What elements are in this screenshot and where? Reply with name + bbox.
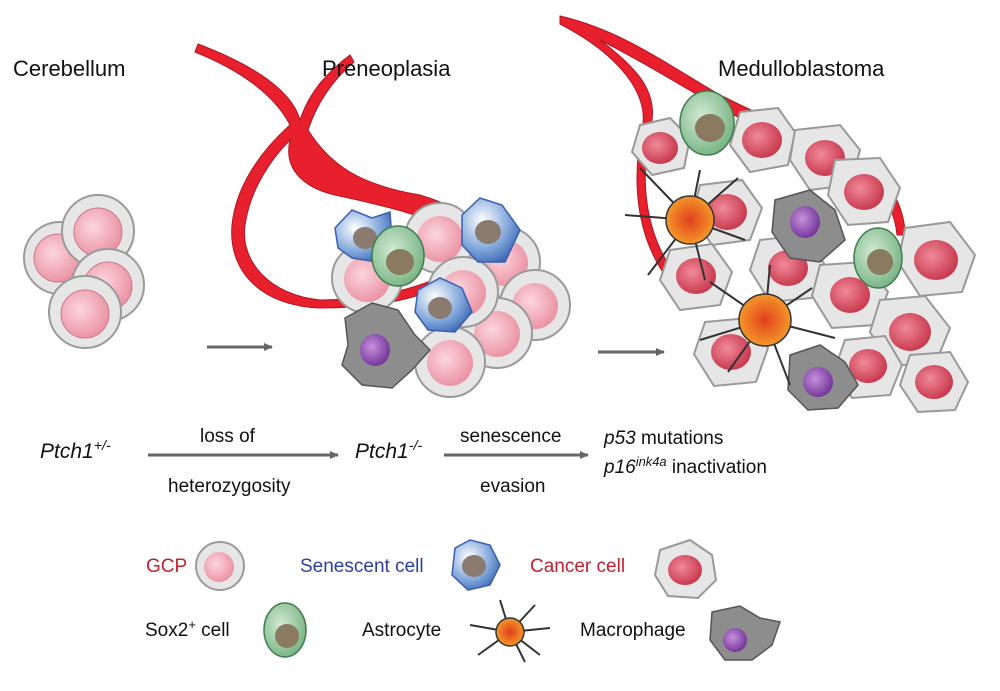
legend-sox2-icon xyxy=(263,602,307,658)
cancer-cell xyxy=(630,116,692,177)
step-loss-of: loss of xyxy=(200,426,255,447)
cerebellum-gcp-cluster xyxy=(23,194,145,349)
legend-gcp-icon xyxy=(195,541,245,591)
legend-senescent-icon xyxy=(451,539,501,591)
preneoplasia-cluster xyxy=(331,197,571,398)
gcp-cell xyxy=(48,275,122,349)
macrophage xyxy=(787,344,859,411)
astrocyte xyxy=(699,264,836,386)
legend-sox2-label: Sox2+ cell xyxy=(145,616,230,642)
stage-label-preneoplasia: Preneoplasia xyxy=(322,56,451,81)
genotype-ptch1-null: Ptch1-/- xyxy=(355,438,423,464)
legend-sox2-sup: + xyxy=(188,616,196,632)
genotype-ptch1-null-sup: -/- xyxy=(408,438,423,455)
result-p16-inactivation: p16ink4a inactivation xyxy=(604,453,767,479)
legend-macrophage-label: Macrophage xyxy=(580,620,686,641)
legend-sox2-base: Sox2 xyxy=(145,620,189,641)
genotype-ptch1-het-base: Ptch1 xyxy=(40,440,94,463)
astrocyte xyxy=(624,167,746,281)
legend-astrocyte-icon xyxy=(469,599,551,663)
macrophage xyxy=(771,189,846,263)
macrophage xyxy=(341,302,432,389)
cancer-cell xyxy=(868,294,952,368)
result-p53-text: mutations xyxy=(635,428,724,449)
result-p53-mutations: p53 mutations xyxy=(604,428,723,450)
genotype-ptch1-het: Ptch1+/- xyxy=(40,438,111,464)
cancer-cell xyxy=(826,156,902,227)
legend-gcp-label: GCP xyxy=(146,556,188,577)
genotype-ptch1-null-base: Ptch1 xyxy=(355,440,409,463)
result-p53-gene: p53 xyxy=(604,428,636,449)
step-evasion: evasion xyxy=(480,476,546,497)
cancer-cell xyxy=(728,106,797,174)
legend-macrophage-icon xyxy=(709,605,781,661)
medulloblastoma-cluster xyxy=(624,90,977,414)
step-senescence: senescence xyxy=(460,426,562,447)
cancer-cell xyxy=(896,220,977,298)
legend-cancer-label: Cancer cell xyxy=(530,556,626,577)
senescent-cell xyxy=(414,277,473,333)
step-heterozygosity: heterozygosity xyxy=(168,476,291,497)
stage-label-medulloblastoma: Medulloblastoma xyxy=(718,56,885,81)
legend-astrocyte-label: Astrocyte xyxy=(362,620,442,641)
cancer-cell xyxy=(898,350,970,414)
senescent-cell xyxy=(461,197,521,263)
sox2-cell xyxy=(371,225,425,287)
legend-cancer-icon xyxy=(653,538,718,600)
result-p16-text: inactivation xyxy=(666,457,767,478)
result-p16-gene: p16 xyxy=(604,457,636,478)
gcp-cell xyxy=(414,326,486,398)
cancer-cell xyxy=(658,242,734,312)
legend-senescent-label: Senescent cell xyxy=(300,556,424,577)
sox2-cell xyxy=(679,90,735,156)
stage-label-cerebellum: Cerebellum xyxy=(13,56,126,81)
sox2-cell xyxy=(853,227,903,289)
result-p16-sup: ink4a xyxy=(635,453,667,469)
legend-sox2-tail: cell xyxy=(195,620,230,641)
genotype-ptch1-het-sup: +/- xyxy=(93,438,111,455)
